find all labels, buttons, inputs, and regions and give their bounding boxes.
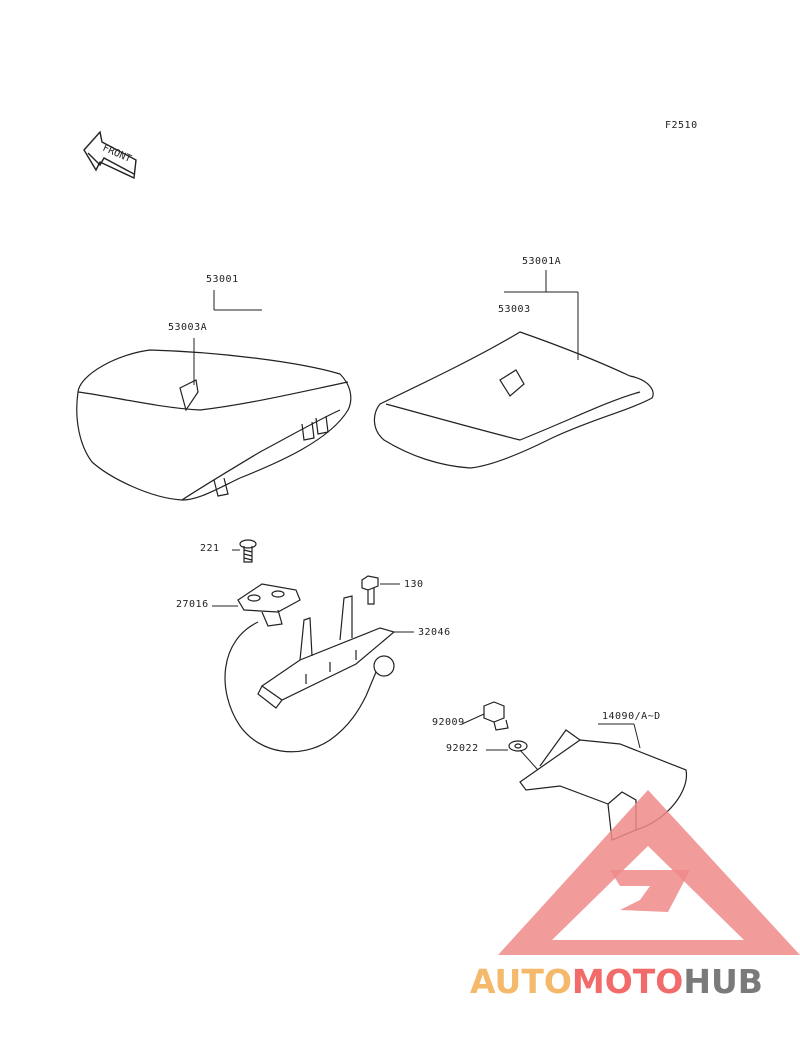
front-arrow-icon: FRONT xyxy=(83,130,137,180)
bolt-92009 xyxy=(461,701,509,731)
screw-221 xyxy=(232,539,257,563)
callout-92022: 92022 xyxy=(446,743,479,754)
callout-53003: 53003 xyxy=(498,304,531,315)
front-seat xyxy=(76,290,352,501)
watermark-auto: AUTO xyxy=(470,962,572,1001)
watermark-logo-icon xyxy=(498,790,800,955)
callout-53003A: 53003A xyxy=(168,322,208,333)
callout-130: 130 xyxy=(404,579,424,590)
front-arrow-label: FRONT xyxy=(101,143,133,165)
callout-32046: 32046 xyxy=(418,627,451,638)
watermark-text: AUTOMOTOHUB xyxy=(470,962,763,1001)
callout-27016: 27016 xyxy=(176,599,209,610)
callout-53001A: 53001A xyxy=(522,256,562,267)
watermark-hub: HUB xyxy=(683,962,763,1001)
bracket-27016 xyxy=(212,583,301,627)
callout-92009: 92009 xyxy=(432,717,465,728)
callout-14090: 14090/A~D xyxy=(602,711,661,722)
callout-53001: 53001 xyxy=(206,274,239,285)
watermark-moto: MOTO xyxy=(571,962,684,1001)
cover-14090 xyxy=(519,723,688,841)
hinge-plate-32046 xyxy=(224,595,414,753)
rear-seat xyxy=(373,270,654,469)
callout-221: 221 xyxy=(200,543,220,554)
figure-code: F2510 xyxy=(665,120,698,131)
bolt-130 xyxy=(361,575,400,605)
washer-92022 xyxy=(486,740,539,771)
